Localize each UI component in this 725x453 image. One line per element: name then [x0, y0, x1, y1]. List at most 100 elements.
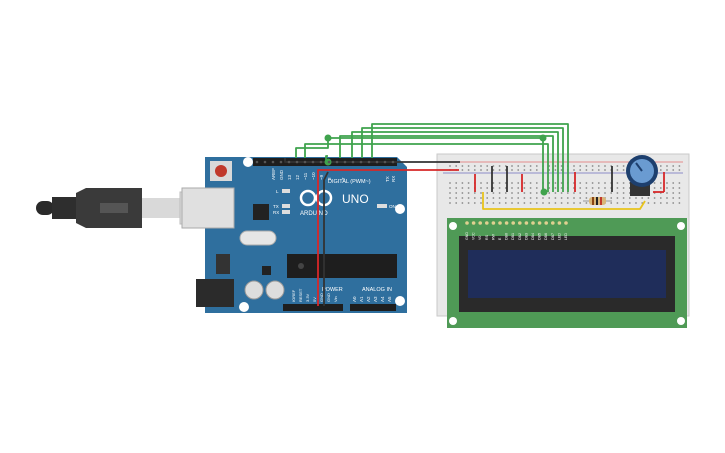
- hole: [504, 202, 507, 204]
- lcd-pin-label: DB2: [518, 233, 522, 240]
- rail-hole: [461, 165, 464, 167]
- hole: [616, 187, 619, 189]
- lcd-pin-label: DB7: [551, 233, 555, 240]
- hole: [566, 197, 569, 199]
- rail-hole: [517, 169, 520, 171]
- hole: [666, 202, 668, 204]
- rail-hole: [604, 165, 606, 167]
- pin-reset: RESET: [298, 288, 303, 302]
- hole: [554, 202, 557, 204]
- header-pin: [335, 160, 339, 164]
- rail-hole: [672, 165, 675, 167]
- rail-hole: [467, 165, 470, 167]
- mount-hole: [395, 204, 405, 214]
- header-pin: [327, 160, 331, 164]
- hole: [486, 187, 489, 189]
- hole: [473, 197, 476, 199]
- hole: [610, 192, 613, 194]
- hole: [480, 192, 482, 194]
- hole: [492, 197, 495, 199]
- hole: [585, 182, 588, 184]
- hole: [523, 187, 526, 189]
- hole: [622, 187, 625, 189]
- hole: [467, 192, 470, 194]
- lcd-pin-label: DB6: [544, 233, 548, 240]
- header-pin: [255, 160, 259, 164]
- hole: [455, 192, 458, 194]
- analog-header-label: ANALOG IN: [362, 287, 392, 293]
- lcd-pin: [557, 221, 562, 225]
- hole: [579, 182, 582, 184]
- rail-hole: [622, 169, 625, 171]
- hole: [517, 202, 520, 204]
- hole: [449, 182, 451, 184]
- pin-a5: A5: [387, 296, 392, 302]
- header-pin: [391, 160, 395, 164]
- rail-hole: [597, 169, 600, 171]
- reset-button-icon[interactable]: [210, 161, 232, 181]
- hole: [585, 197, 588, 199]
- hole: [628, 202, 631, 204]
- hole: [573, 192, 575, 194]
- hole: [635, 202, 637, 204]
- header-pin: [271, 160, 275, 164]
- hole: [616, 202, 619, 204]
- led-rx-label: RX: [273, 210, 279, 215]
- rail-hole: [678, 165, 681, 167]
- hole: [659, 187, 662, 189]
- hole: [511, 202, 513, 204]
- rail-hole: [560, 165, 563, 167]
- potentiometer-icon[interactable]: [626, 155, 658, 196]
- hole: [492, 192, 495, 194]
- hole: [504, 192, 507, 194]
- rail-hole: [616, 165, 619, 167]
- header-pin: [383, 160, 387, 164]
- led-rx: [282, 210, 290, 214]
- power-header-strip: [283, 304, 343, 311]
- hole: [542, 197, 544, 199]
- header-pin: [343, 160, 347, 164]
- mount-hole: [239, 302, 249, 312]
- hole: [511, 197, 513, 199]
- hole: [672, 182, 675, 184]
- hole: [659, 182, 662, 184]
- hole: [647, 197, 650, 199]
- pin-a3: A3: [373, 296, 378, 302]
- rail-hole: [535, 165, 538, 167]
- hole: [523, 197, 526, 199]
- pin-3v3: 3.3V: [305, 293, 310, 302]
- hole: [467, 202, 470, 204]
- rail-hole: [535, 169, 538, 171]
- rail-hole: [529, 169, 532, 171]
- lcd-pin: [471, 221, 476, 225]
- hole: [467, 187, 470, 189]
- wire-d12: [295, 137, 544, 192]
- digital-header-label: DIGITAL (PWM~): [328, 179, 371, 185]
- hole: [529, 192, 532, 194]
- lcd-pin: [551, 221, 555, 225]
- digital-pin-labels: AREF GND 13 12 ~11 ~10 ~9 8 7 TX RX: [271, 168, 396, 182]
- lcd-pin-label: DB1: [511, 233, 515, 240]
- lcd-pin-label: GND: [465, 232, 469, 240]
- hole: [591, 187, 594, 189]
- lcd-pin: [531, 221, 535, 225]
- hole: [666, 187, 668, 189]
- hole: [666, 192, 668, 194]
- lcd-pin-label: DB3: [524, 233, 528, 240]
- lcd-pin: [478, 221, 483, 225]
- pin-5v: 5V: [312, 297, 317, 302]
- hole: [523, 202, 526, 204]
- rail-hole: [473, 169, 476, 171]
- pin-a2: A2: [366, 296, 371, 302]
- rail-hole: [622, 165, 625, 167]
- pin-gnd-2: GND: [326, 293, 331, 302]
- pin-12: 12: [295, 174, 300, 180]
- hole: [486, 182, 489, 184]
- rail-hole: [585, 165, 588, 167]
- rail-hole: [486, 169, 489, 171]
- lcd-pin: [518, 221, 522, 225]
- hole: [597, 187, 600, 189]
- lcd-pin-label: V0: [478, 236, 482, 240]
- hole: [672, 192, 675, 194]
- rail-hole: [523, 169, 526, 171]
